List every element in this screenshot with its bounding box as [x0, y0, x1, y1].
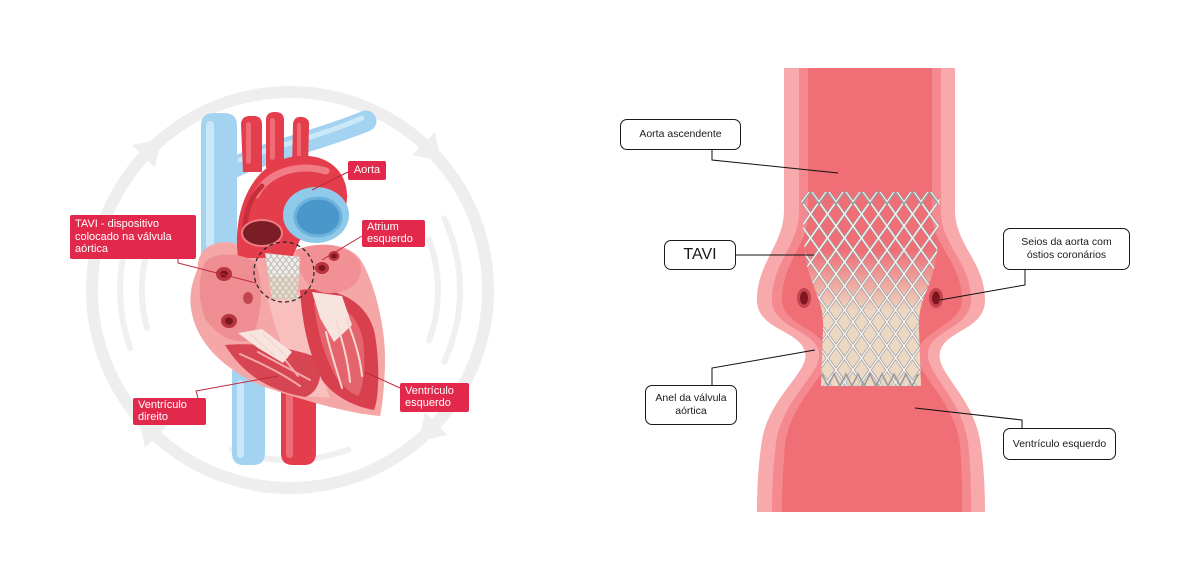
heart: [190, 110, 386, 465]
label-aorta-ascendente-text: Aorta ascendente: [639, 128, 722, 140]
label-tavi-device-line-2: colocado na válvula: [75, 230, 172, 243]
label-atrium-line-2: esquerdo: [367, 233, 413, 245]
label-ventriculo-esquerdo-text: Ventrículo esquerdo: [1012, 437, 1107, 450]
label-atrium-esquerdo: Atrium esquerdo: [362, 220, 425, 247]
label-tavi-device-line-1: TAVI - dispositivo: [75, 218, 159, 230]
label-ve-line-2: esquerdo: [405, 397, 451, 409]
right-atrium: [199, 254, 262, 342]
label-ventriculo-esquerdo-aorta: Ventrículo esquerdo: [1003, 428, 1116, 460]
label-ventriculo-esquerdo-heart: Ventrículo esquerdo: [400, 383, 469, 412]
vessel-openings: [216, 267, 253, 328]
label-atrium-line-1: Atrium: [367, 221, 399, 233]
aortic-opening: [241, 219, 283, 247]
aortic-valve-highlight: [253, 241, 315, 303]
label-aorta-ascendente: Aorta ascendente: [620, 119, 741, 150]
label-seios-line-1: Seios da aorta com: [1021, 236, 1112, 248]
tricuspid-valve: [238, 329, 292, 363]
stent-bottom-crown: [821, 372, 919, 388]
label-anel-line-1: Anel da válvula: [655, 392, 727, 404]
aorta-leader-lines: [711, 150, 1026, 428]
label-tavi-text: TAVI: [683, 246, 717, 263]
stent-top-crown: [801, 190, 939, 206]
label-seios-line-2: óstios coronários: [1026, 249, 1107, 261]
tavi-stent: [801, 190, 940, 388]
aortic-branches: [241, 112, 310, 172]
label-tavi: TAVI: [664, 240, 736, 270]
heart-leader-lines: [177, 171, 401, 399]
label-anel-line-2: aórtica: [675, 405, 707, 417]
coronary-ostia: [797, 288, 943, 308]
label-seios-aorta: Seios da aorta com óstios coronários: [1003, 228, 1130, 270]
label-vd-line-2: direito: [138, 411, 168, 423]
label-aorta-text: Aorta: [353, 164, 381, 176]
label-tavi-device: TAVI - dispositivo colocado na válvula a…: [70, 215, 196, 259]
aorta-cross-section: [757, 68, 985, 512]
circulation-arrow-icon: [132, 132, 448, 448]
pulmonary-trunk: [283, 187, 349, 243]
label-ventriculo-direito: Ventrículo direito: [133, 398, 206, 425]
label-vd-line-1: Ventrículo: [138, 399, 187, 411]
label-aorta: Aorta: [348, 161, 386, 180]
label-ve-line-1: Ventrículo: [405, 385, 454, 397]
label-tavi-device-line-3: aórtica: [75, 243, 109, 255]
label-anel-valvula: Anel da válvula aórtica: [645, 385, 737, 425]
mitral-valve: [312, 292, 352, 342]
